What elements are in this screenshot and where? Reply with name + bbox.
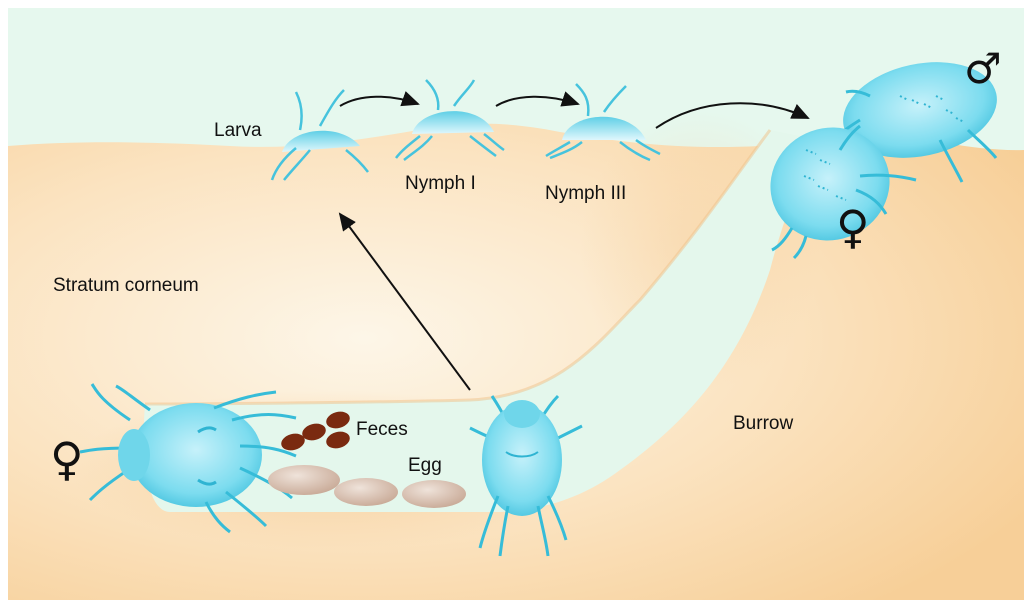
label-nymph-1: Nymph I	[405, 174, 476, 193]
label-feces: Feces	[356, 420, 408, 439]
male-symbol: ♂	[964, 48, 1002, 90]
label-stratum-corneum: Stratum corneum	[53, 276, 199, 295]
female-symbol-surface: ♀	[836, 204, 870, 250]
female-symbol-burrow: ♀	[50, 436, 84, 482]
label-egg: Egg	[408, 456, 442, 475]
label-larva: Larva	[214, 121, 262, 140]
label-nymph-3: Nymph III	[545, 184, 626, 203]
label-burrow: Burrow	[733, 414, 793, 433]
